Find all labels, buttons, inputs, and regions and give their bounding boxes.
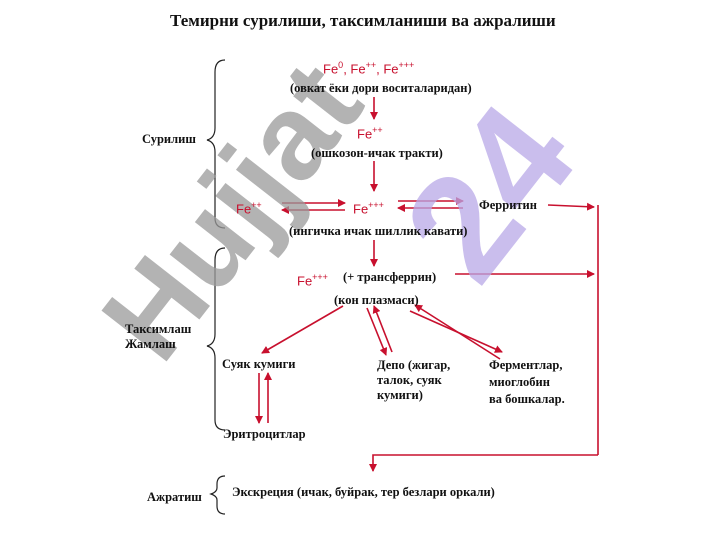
arrow-enzymes-to-plasma — [414, 304, 501, 360]
center-iron-label: Fe+++ — [353, 200, 384, 217]
gi-tract-label: (ошкозон-ичак тракти) — [311, 146, 443, 160]
arrow-depot-to-plasma — [372, 305, 393, 353]
distribution-brace — [206, 247, 226, 431]
arrow-to-excretion — [369, 454, 598, 472]
food-source-label: (овкат ёки дори воситаларидан) — [290, 81, 472, 95]
intestine-layer-label: (ингичка ичак шиллик кавати) — [289, 224, 468, 238]
blood-plasma-label: (кон плазмаси) — [334, 293, 419, 307]
arrow-ferritin-to-right-line — [547, 202, 595, 211]
erythrocytes-label: Эритроцитлар — [223, 427, 306, 441]
excretion-brace — [209, 475, 226, 515]
transferrin-iron-label: Fe+++ — [297, 272, 328, 289]
bone-marrow-label: Суяк кумиги — [222, 357, 296, 371]
depot-line2: талок, суяк — [377, 373, 442, 387]
enzymes-line3: ва бошкалар. — [489, 392, 565, 406]
section-distribution-line2: Жамлаш — [125, 337, 176, 351]
section-distribution-line1: Таксимлаш — [125, 322, 192, 336]
ferritin-label: Ферритин — [479, 198, 537, 212]
enzymes-line1: Ферментлар, — [489, 358, 563, 372]
food-iron-label: Fe0, Fe++, Fe+++ — [323, 60, 415, 77]
arrow-plasma-to-depot — [366, 307, 388, 356]
enzymes-line2: миоглобин — [489, 375, 550, 389]
excretion-detail-label: Экскреция (ичак, буйрак, тер безлари орк… — [232, 485, 495, 499]
depot-line3: кумиги) — [377, 388, 423, 402]
page-title: Темирни сурилиши, таксимланиши ва ажрали… — [170, 11, 556, 30]
section-absorption: Сурилиш — [142, 132, 196, 146]
section-excretion: Ажратиш — [147, 490, 202, 504]
transferrin-label: (+ трансферрин) — [343, 270, 437, 284]
absorption-brace — [206, 59, 226, 229]
gi-iron-label: Fe++ — [357, 125, 383, 142]
left-iron-label: Fe++ — [236, 200, 262, 217]
arrow-plasma-to-bone-marrow — [261, 305, 344, 354]
depot-line1: Депо (жигар, — [377, 358, 451, 372]
